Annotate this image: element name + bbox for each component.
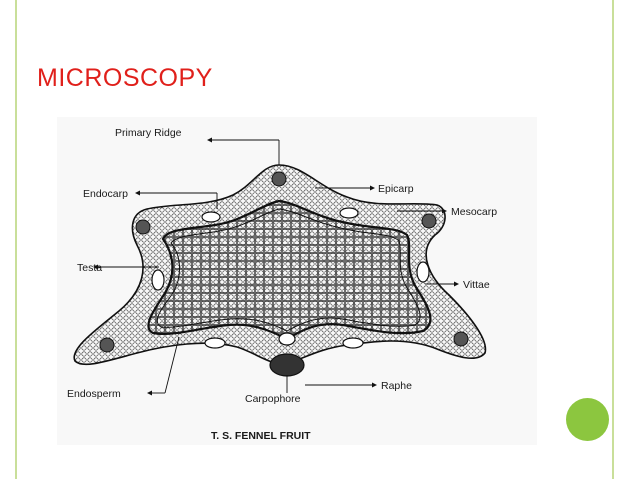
- label-endocarp: Endocarp: [83, 188, 128, 200]
- vitta: [339, 207, 359, 219]
- green-circle-decoration: [566, 398, 609, 441]
- label-raphe: Raphe: [381, 380, 412, 392]
- leader-arrows: [93, 137, 459, 396]
- label-vittae: Vittae: [463, 279, 490, 291]
- label-endosperm: Endosperm: [67, 388, 121, 400]
- vascular-bundle: [421, 213, 437, 229]
- testa-line: [156, 208, 421, 332]
- diagram-caption: T. S. FENNEL FRUIT: [211, 430, 311, 442]
- fennel-fruit-diagram: Primary Ridge Endocarp Epicarp Mesocarp …: [67, 127, 497, 442]
- label-testa: Testa: [77, 262, 102, 274]
- vascular-bundle: [271, 171, 287, 187]
- slide-border-right: [612, 0, 614, 479]
- label-epicarp: Epicarp: [378, 183, 414, 195]
- vascular-bundle: [99, 337, 115, 353]
- leader-lines: [95, 139, 457, 394]
- vitta: [151, 269, 165, 291]
- vascular-bundle: [135, 219, 151, 235]
- vascular-bundle: [453, 331, 469, 347]
- label-mesocarp: Mesocarp: [451, 206, 497, 218]
- vitta: [204, 337, 226, 349]
- label-carpophore: Carpophore: [245, 393, 301, 405]
- raphe-structure: [269, 353, 305, 377]
- diagram-image: Primary Ridge Endocarp Epicarp Mesocarp …: [57, 117, 537, 445]
- slide-border-left: [15, 0, 17, 479]
- label-primary-ridge: Primary Ridge: [115, 127, 182, 139]
- vitta: [342, 337, 364, 349]
- carpophore-structure: [278, 332, 296, 346]
- vitta: [201, 211, 221, 223]
- slide-title: MICROSCOPY: [37, 64, 213, 92]
- vitta: [416, 261, 430, 283]
